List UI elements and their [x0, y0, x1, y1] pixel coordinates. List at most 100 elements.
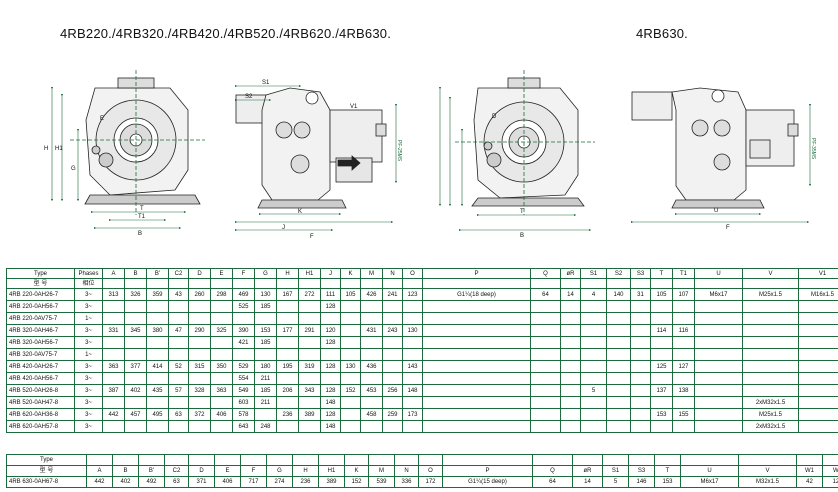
column-header: D [188, 465, 215, 477]
value-cell [650, 348, 673, 361]
empty-cell [112, 454, 139, 466]
value-cell [276, 312, 299, 325]
value-cell: 116 [672, 324, 695, 337]
value-cell [530, 384, 561, 397]
value-cell [188, 300, 211, 313]
value-cell [382, 348, 403, 361]
value-cell [630, 360, 651, 373]
value-cell: 130 [254, 288, 277, 301]
value-cell [124, 300, 147, 313]
value-cell [146, 300, 169, 313]
value-cell: 153 [650, 408, 673, 421]
value-cell [560, 348, 581, 361]
value-cell [630, 300, 651, 313]
value-cell [798, 312, 838, 325]
value-cell: 195 [276, 360, 299, 373]
value-cell [630, 312, 651, 325]
value-cell [580, 372, 607, 385]
value-cell [146, 312, 169, 325]
value-cell: 173 [402, 408, 423, 421]
value-cell [530, 312, 561, 325]
value-cell: 14 [560, 288, 581, 301]
empty-cell [382, 278, 403, 289]
column-header: K [340, 268, 361, 279]
value-cell [254, 408, 277, 421]
value-cell: 185 [254, 384, 277, 397]
column-header: U [694, 268, 743, 279]
value-cell [530, 360, 561, 373]
value-cell [650, 420, 673, 433]
value-cell [650, 312, 673, 325]
column-header: F [240, 465, 267, 477]
empty-cell [680, 454, 739, 466]
empty-cell [654, 454, 681, 466]
column-header: B [124, 268, 147, 279]
value-cell [606, 312, 631, 325]
value-cell [422, 420, 531, 433]
value-cell: M6x17 [680, 476, 739, 488]
value-cell [168, 312, 189, 325]
value-cell [254, 312, 277, 325]
value-cell [298, 336, 321, 349]
value-cell [210, 420, 233, 433]
value-cell [402, 372, 423, 385]
value-cell [146, 396, 169, 409]
column-header: Type [6, 268, 75, 279]
value-cell: 458 [360, 408, 383, 421]
column-header: øR [560, 268, 581, 279]
value-cell [580, 300, 607, 313]
value-cell [402, 420, 423, 433]
value-cell: M32x1.5 [738, 476, 797, 488]
empty-cell [276, 278, 299, 289]
empty-cell [530, 278, 561, 289]
empty-cell [630, 278, 651, 289]
value-cell: 3~ [74, 396, 103, 409]
value-cell [422, 408, 531, 421]
value-cell [672, 300, 695, 313]
value-cell: 52 [168, 360, 189, 373]
column-header: G [254, 268, 277, 279]
empty-cell [188, 454, 215, 466]
dim-label-d: D [492, 114, 497, 120]
value-cell [560, 396, 581, 409]
side-view-4rb630 [631, 87, 799, 209]
dim-label-t1: T1 [138, 214, 146, 220]
value-cell [382, 372, 403, 385]
empty-cell [602, 454, 629, 466]
model-cell: 4RB 320-0AH46-7 [6, 324, 75, 337]
column-header: Type [6, 454, 87, 466]
value-cell [650, 372, 673, 385]
table-subheader-row: 型 号相位 [6, 278, 838, 289]
value-cell: 123 [402, 288, 423, 301]
value-cell: 371 [188, 476, 215, 488]
column-header: V [742, 268, 799, 279]
value-cell: 402 [112, 476, 139, 488]
value-cell [422, 312, 531, 325]
empty-cell [318, 454, 345, 466]
value-cell: 260 [188, 288, 211, 301]
value-cell: 111 [320, 288, 341, 301]
value-cell [798, 408, 838, 421]
value-cell [124, 312, 147, 325]
value-cell [798, 384, 838, 397]
value-cell [402, 396, 423, 409]
value-cell [276, 396, 299, 409]
value-cell: 57 [168, 384, 189, 397]
value-cell [742, 384, 799, 397]
value-cell [560, 312, 581, 325]
value-cell [530, 348, 561, 361]
value-cell: 406 [210, 408, 233, 421]
column-header: V [738, 465, 797, 477]
column-header: H1 [298, 268, 321, 279]
value-cell [360, 372, 383, 385]
value-cell: 315 [188, 360, 211, 373]
value-cell: 529 [232, 360, 255, 373]
value-cell [580, 324, 607, 337]
value-cell [606, 372, 631, 385]
empty-cell [344, 454, 369, 466]
value-cell [560, 372, 581, 385]
